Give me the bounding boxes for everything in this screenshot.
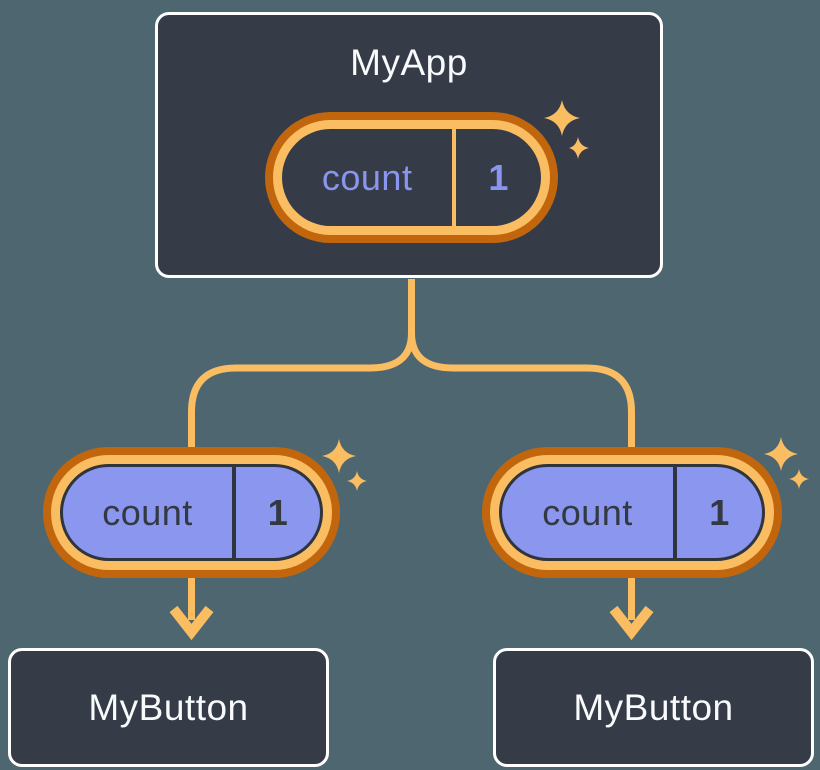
- arrow-down-icon: [169, 605, 214, 641]
- state-pill-mybutton-right: count 1: [482, 447, 782, 578]
- pill-divider: [452, 129, 456, 226]
- state-label: count: [102, 491, 193, 533]
- node-mybutton-left: MyButton: [8, 648, 329, 767]
- state-value: 1: [709, 491, 730, 533]
- state-value: 1: [488, 156, 509, 198]
- state-value: 1: [267, 491, 288, 533]
- pill-divider: [673, 467, 677, 558]
- node-myapp-title: MyApp: [350, 42, 468, 83]
- node-mybutton-right: MyButton: [493, 648, 814, 767]
- arrow-down-icon: [609, 605, 654, 641]
- state-pill-myapp: count 1: [265, 112, 558, 243]
- node-mybutton-title: MyButton: [573, 686, 734, 728]
- state-label: count: [321, 156, 413, 198]
- pill-divider: [232, 467, 236, 558]
- node-mybutton-title: MyButton: [88, 686, 249, 728]
- state-pill-mybutton-left: count 1: [43, 447, 340, 578]
- branch-right-line: [408, 279, 635, 452]
- branch-left-line: [188, 279, 415, 452]
- state-label: count: [542, 491, 633, 533]
